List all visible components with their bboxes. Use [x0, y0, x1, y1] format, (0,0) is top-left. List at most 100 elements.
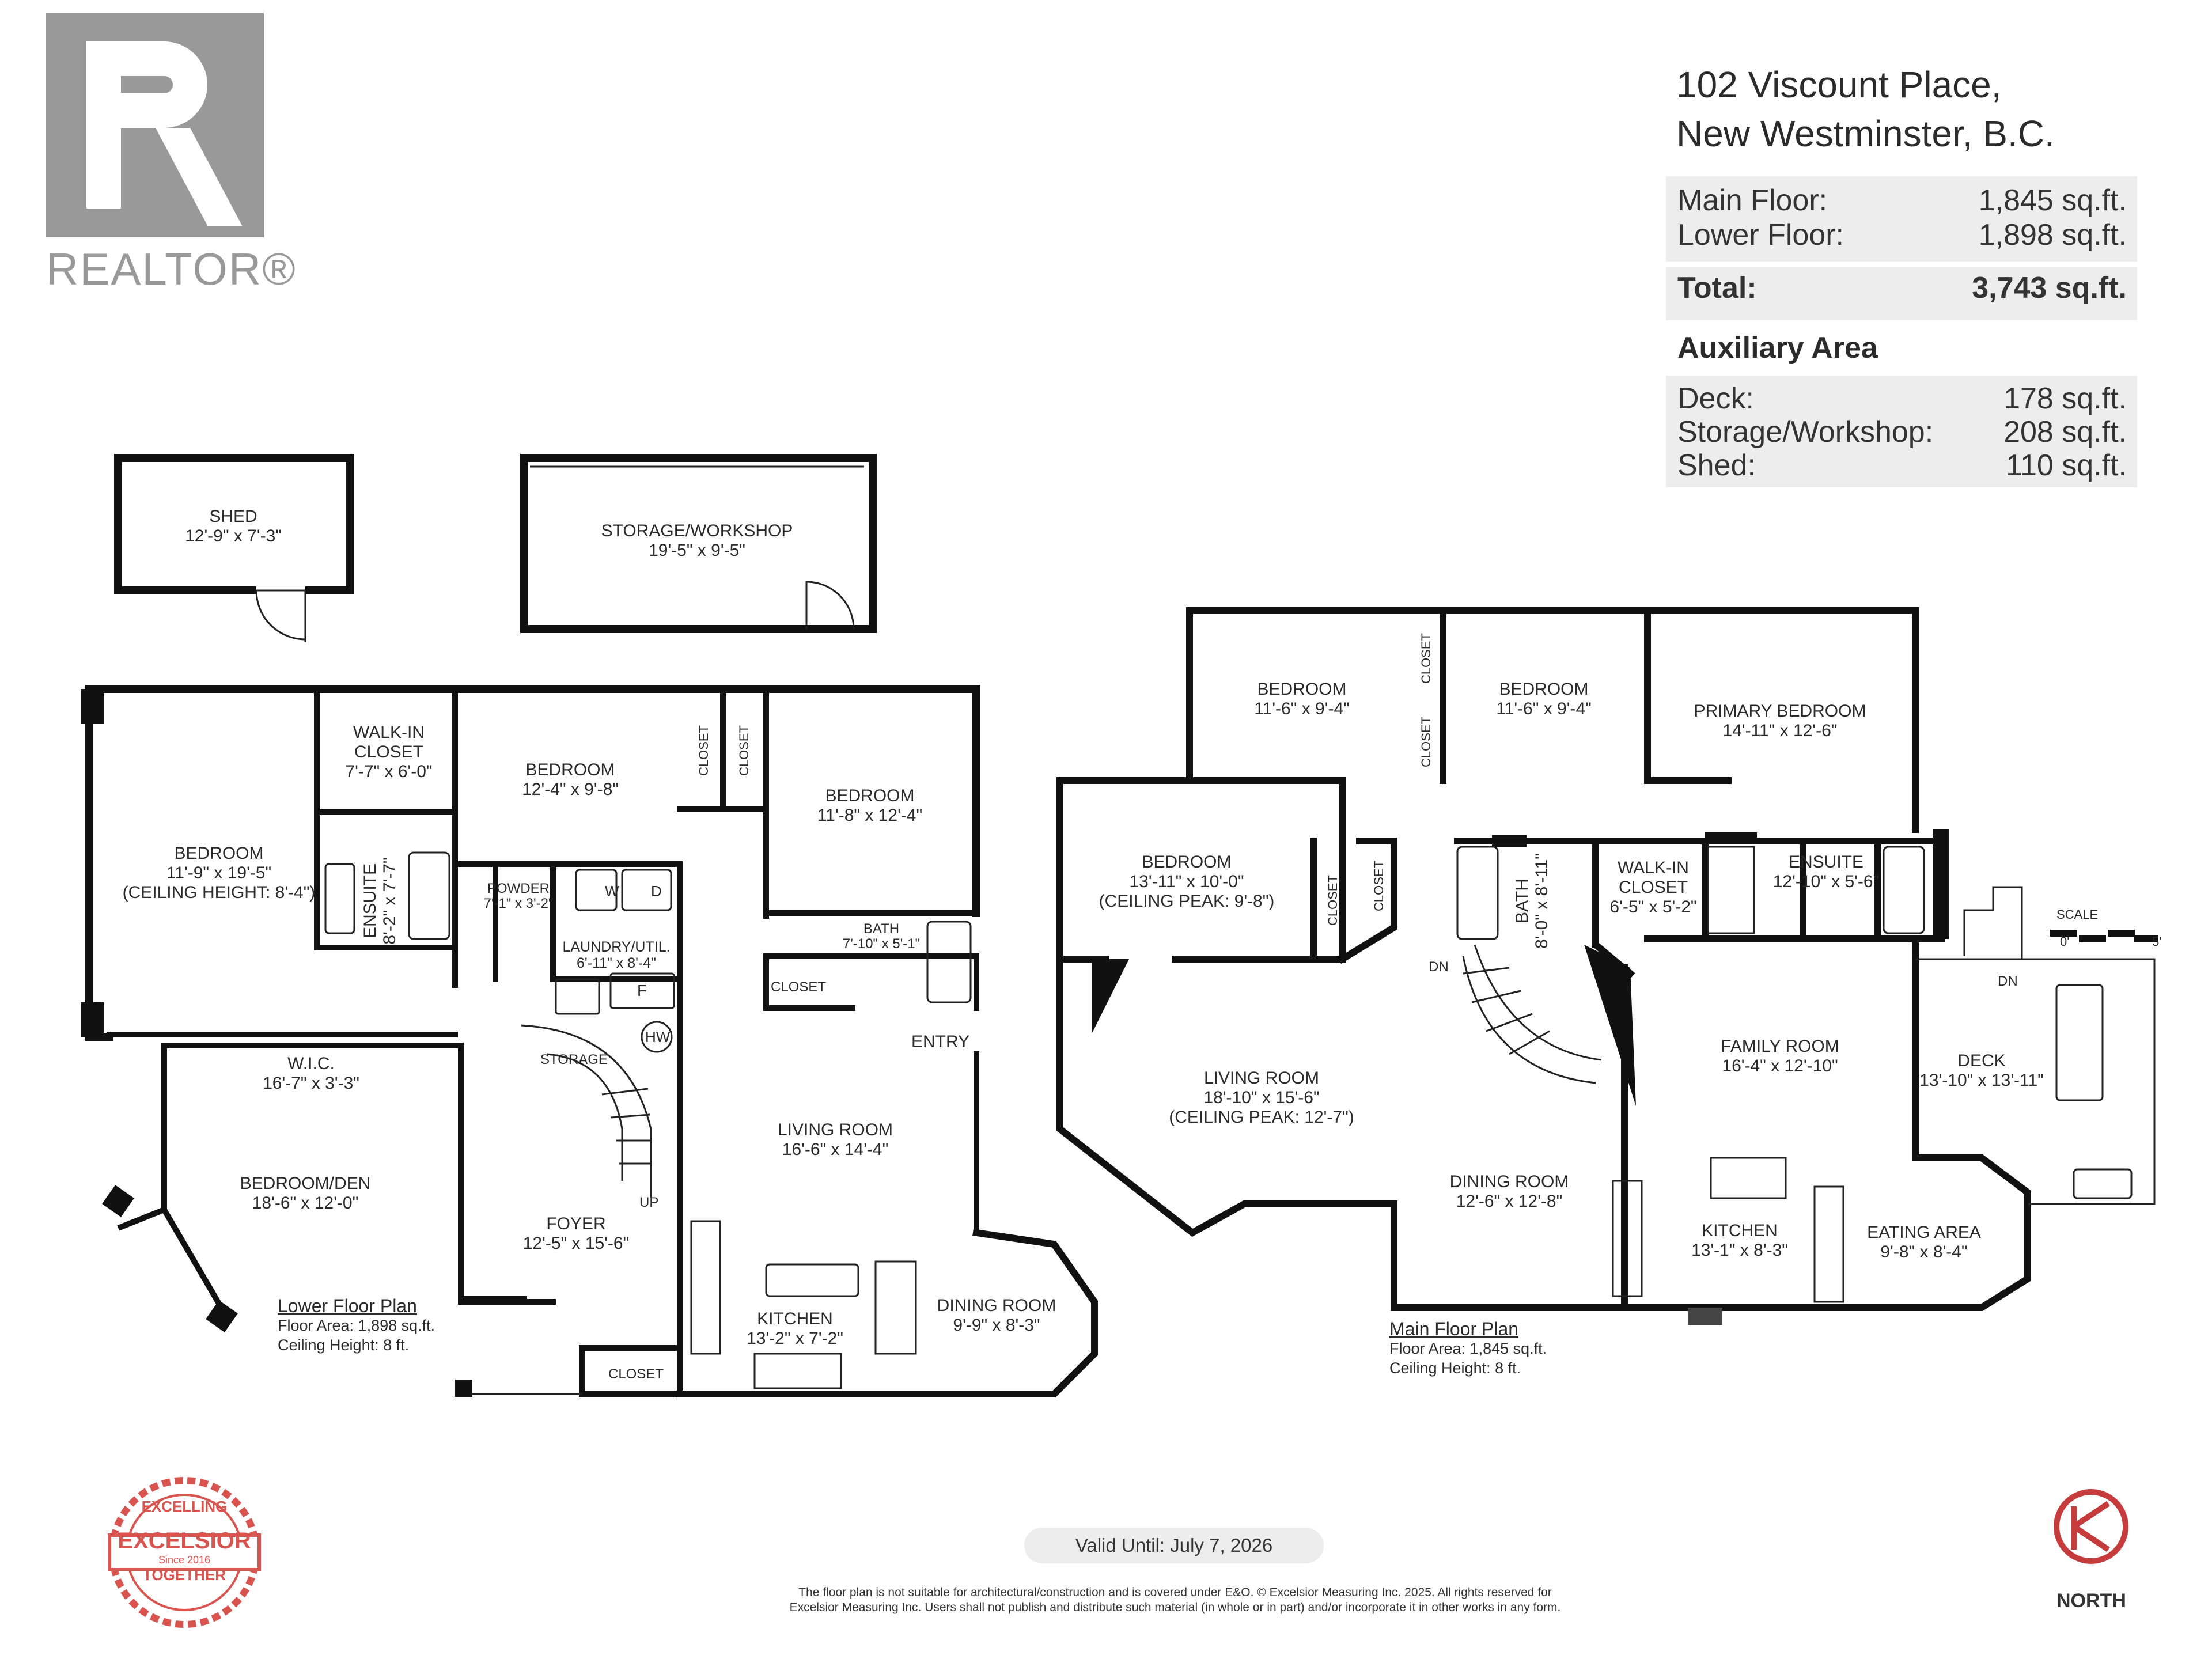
primary-bedroom-size: 14'-11" x 12'-6": [1722, 721, 1838, 740]
foyer-name: FOYER: [546, 1214, 606, 1233]
eating-area-name: EATING AREA: [1867, 1223, 1981, 1242]
main-bedroom-3-size: 13'-11" x 10'-0": [1129, 872, 1244, 891]
lower-bedroom-big-ceiling: (CEILING HEIGHT: 8'-4"): [122, 883, 316, 902]
north-arrow-icon: [2054, 1489, 2128, 1564]
lower-plan-area: Floor Area: 1,898 sq.ft.: [278, 1317, 435, 1334]
main-plan-ceiling: Ceiling Height: 8 ft.: [1389, 1359, 1521, 1377]
bath-closet-label: CLOSET: [771, 979, 827, 995]
main-bedroom-2-label: BEDROOM 11'-6" x 9'-4": [1480, 680, 1607, 719]
family-room-label: FAMILY ROOM 16'-4" x 12'-10": [1705, 1037, 1855, 1076]
kitchen-main-name: KITCHEN: [1702, 1221, 1778, 1240]
closet-label-main-3: CLOSET: [1325, 874, 1340, 926]
address-line-2: New Westminster, B.C.: [1676, 113, 2055, 154]
storage-row: Storage/Workshop: 208 sq.ft.: [1677, 415, 2127, 449]
walk-in-closet-lower-name2: CLOSET: [354, 743, 424, 762]
storage-workshop-structure: [520, 454, 877, 633]
lower-bedroom-3-name: BEDROOM: [825, 786, 915, 805]
kitchen-lower-size: 13'-2" x 7'-2": [747, 1329, 843, 1348]
dryer-label: D: [651, 882, 662, 900]
main-bedroom-1-name: BEDROOM: [1257, 680, 1347, 699]
bath-main-label: BATH 8'-0" x 8'-11": [1513, 843, 1552, 959]
foyer-size: 12'-5" x 15'-6": [522, 1234, 630, 1253]
valid-until-badge: Valid Until: July 7, 2026: [1024, 1528, 1324, 1563]
washer-label: W: [605, 882, 619, 900]
main-plan-area: Floor Area: 1,845 sq.ft.: [1389, 1340, 1547, 1357]
deck-label-plan: DECK 13'-10" x 13'-11": [1912, 1051, 2051, 1090]
main-bedroom-3-ceiling: (CEILING PEAK: 9'-8"): [1099, 892, 1275, 911]
lower-floor-walls: [81, 685, 1098, 1397]
shed-name: SHED: [209, 507, 257, 526]
main-plan-title: Main Floor Plan: [1389, 1319, 1519, 1339]
laundry-name: LAUNDRY/UTIL.: [562, 939, 671, 955]
eating-area-size: 9'-8" x 8'-4": [1880, 1243, 1968, 1262]
shed-label: SHED 12'-9" x 7'-3": [176, 507, 291, 546]
bedroom-den-name: BEDROOM/DEN: [240, 1174, 371, 1193]
entry-label: ENTRY: [911, 1032, 970, 1051]
shed-structure: [114, 454, 354, 642]
dining-lower-label: DINING ROOM 9'-9" x 8'-3": [927, 1296, 1066, 1335]
total-value: 3,743 sq.ft.: [1972, 271, 2127, 305]
north-label: NORTH: [2056, 1590, 2126, 1612]
ensuite-main-size: 12'-10" x 5'-6": [1772, 872, 1880, 891]
lower-bedroom-big-size: 11'-9" x 19'-5": [166, 863, 272, 882]
storage-workshop-name: STORAGE/WORKSHOP: [601, 521, 793, 540]
eating-area-label: EATING AREA 9'-8" x 8'-4": [1855, 1223, 1993, 1262]
kitchen-main-label: KITCHEN 13'-1" x 8'-3": [1676, 1221, 1803, 1260]
storage-value: 208 sq.ft.: [2003, 415, 2127, 449]
closet-label-main-2: CLOSET: [1419, 716, 1434, 768]
dn-label-1: DN: [1429, 959, 1449, 975]
bath-lower-name: BATH: [863, 921, 900, 937]
ensuite-lower-label: ENSUITE 8'-2" x 7'-7": [361, 843, 400, 959]
main-bedroom-2-size: 11'-6" x 9'-4": [1496, 699, 1592, 718]
lower-bedroom-big-name: BEDROOM: [174, 844, 264, 863]
hw-label: HW: [645, 1028, 671, 1046]
closet-label-lower-1: CLOSET: [696, 725, 711, 777]
bath-main-size: 8'-0" x 8'-11": [1532, 853, 1551, 949]
powder-label: POWDER 7'-1" x 3'-2": [472, 881, 565, 911]
living-main-size: 18'-10" x 15'-6": [1203, 1088, 1320, 1107]
ensuite-main-label: ENSUITE 12'-10" x 5'-6": [1763, 853, 1889, 892]
disclaimer-line-2: Excelsior Measuring Inc. Users shall not…: [789, 1601, 1561, 1614]
ensuite-main-name: ENSUITE: [1788, 853, 1864, 872]
lower-floor-value: 1,898 sq.ft.: [1978, 218, 2127, 252]
lower-bedroom-2-label: BEDROOM 12'-4" x 9'-8": [507, 760, 634, 800]
wic-label: W.I.C. 16'-7" x 3'-3": [242, 1054, 380, 1093]
stamp-mid-text: EXCELSIOR: [118, 1528, 251, 1554]
scale-five: 5': [2152, 934, 2162, 949]
total-row: Total: 3,743 sq.ft.: [1677, 271, 2127, 305]
primary-bedroom-name: PRIMARY BEDROOM: [1694, 702, 1866, 721]
lower-bedroom-big-label: BEDROOM 11'-9" x 19'-5" (CEILING HEIGHT:…: [115, 844, 323, 903]
stamp-since-text: Since 2016: [158, 1554, 211, 1566]
lower-plan-caption: Lower Floor Plan Floor Area: 1,898 sq.ft…: [278, 1296, 435, 1355]
living-lower-size: 16'-6" x 14'-4": [782, 1140, 889, 1159]
front-closet-label: CLOSET: [608, 1366, 664, 1382]
living-lower-name: LIVING ROOM: [777, 1120, 893, 1139]
storage-workshop-label: STORAGE/WORKSHOP 19'-5" x 9'-5": [582, 521, 812, 560]
main-plan-caption: Main Floor Plan Floor Area: 1,845 sq.ft.…: [1389, 1319, 1547, 1378]
living-main-label: LIVING ROOM 18'-10" x 15'-6" (CEILING PE…: [1158, 1069, 1365, 1127]
lower-bedroom-3-label: BEDROOM 11'-8" x 12'-4": [806, 786, 933, 825]
wic-name: W.I.C.: [287, 1054, 335, 1073]
walk-in-main-name2: CLOSET: [1618, 878, 1688, 897]
bath-lower-size: 7'-10" x 5'-1": [842, 936, 921, 952]
family-room-name: FAMILY ROOM: [1721, 1037, 1839, 1056]
lower-floor-row: Lower Floor: 1,898 sq.ft.: [1677, 218, 2127, 252]
foyer-label: FOYER 12'-5" x 15'-6": [513, 1214, 639, 1253]
living-main-name: LIVING ROOM: [1203, 1069, 1320, 1088]
closet-label-main-4: CLOSET: [1372, 860, 1387, 912]
shed-size: 12'-9" x 7'-3": [185, 527, 282, 546]
disclaimer-line-1: The floor plan is not suitable for archi…: [798, 1586, 1552, 1599]
scale-label: SCALE: [2056, 907, 2099, 922]
main-floor-value: 1,845 sq.ft.: [1978, 184, 2127, 217]
walk-in-closet-lower-name1: WALK-IN: [353, 723, 425, 742]
dn-label-2: DN: [1998, 974, 2018, 989]
total-box: [1666, 267, 2137, 320]
up-label: UP: [639, 1195, 659, 1210]
ensuite-lower-size: 8'-2" x 7'-7": [380, 857, 399, 945]
walk-in-main-name1: WALK-IN: [1618, 858, 1689, 877]
wic-size: 16'-7" x 3'-3": [263, 1074, 359, 1093]
powder-size: 7'-1" x 3'-2": [483, 896, 554, 911]
main-floor-walls: [1056, 607, 2158, 1325]
kitchen-lower-name: KITCHEN: [757, 1309, 833, 1328]
